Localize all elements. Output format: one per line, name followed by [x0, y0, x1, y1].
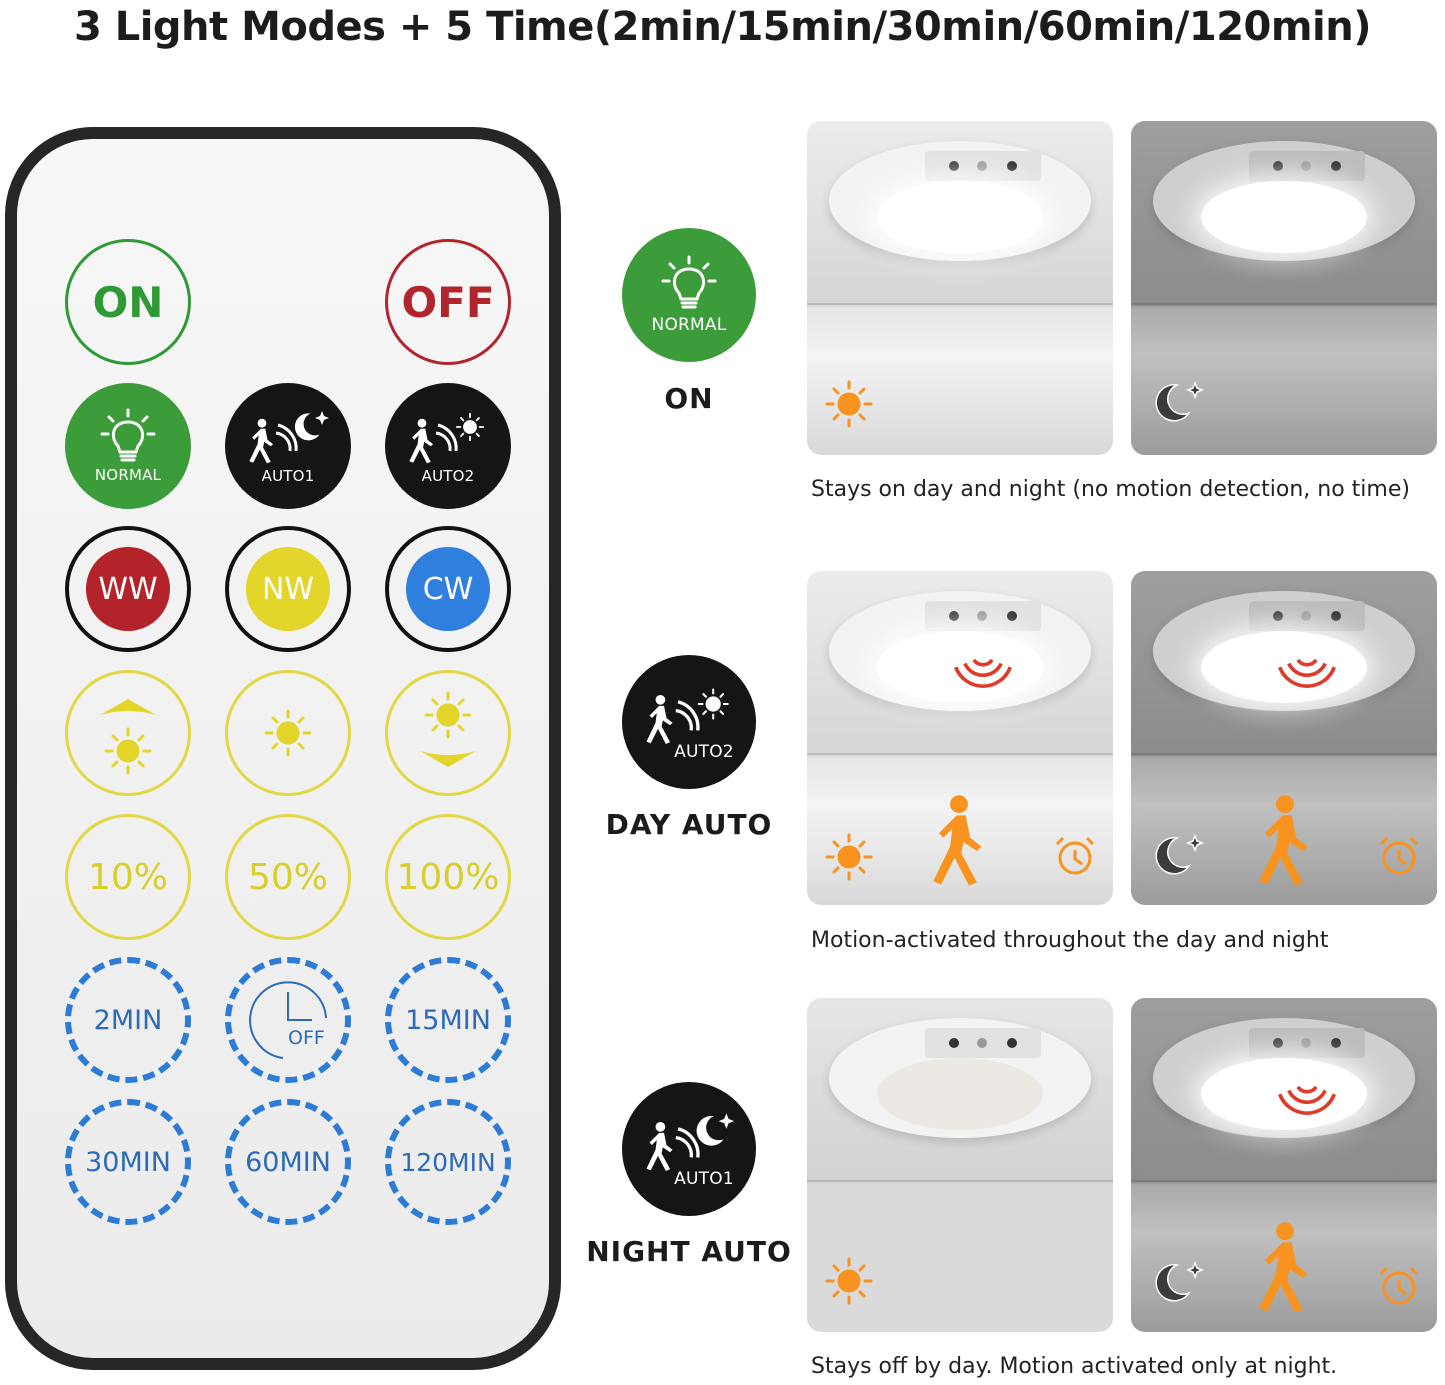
page-title: 3 Light Modes + 5 Time(2min/15min/30min/…	[73, 4, 1372, 50]
photo-night-auto-night	[1131, 998, 1437, 1332]
ceiling-lamp	[829, 141, 1091, 261]
mode-caption-night-auto: NIGHT AUTO	[586, 1235, 792, 1268]
mode-badge-normal: NORMAL	[622, 228, 756, 362]
auto2-label: AUTO2	[421, 467, 475, 485]
light-bulb-icon	[661, 255, 717, 309]
alarm-clock-icon	[1055, 836, 1095, 875]
moon-icon	[1155, 380, 1205, 422]
brightness-up-button[interactable]	[65, 670, 191, 796]
timer-120min-button[interactable]: 120MIN	[385, 1099, 511, 1225]
motion-moon-icon	[646, 1113, 735, 1171]
mode-caption-on: ON	[664, 382, 714, 415]
brightness-50-label: 50%	[247, 856, 328, 898]
off-label: OFF	[401, 277, 495, 327]
nw-label: NW	[261, 571, 315, 607]
timer-2min-button[interactable]: 2MIN	[65, 957, 191, 1083]
ceiling-lamp	[829, 591, 1091, 711]
timer-120min-label: 120MIN	[400, 1147, 496, 1177]
motion-waves-icon	[1278, 658, 1336, 688]
off-button[interactable]: OFF	[385, 239, 511, 365]
remote-control: ON OFF NORMAL AUTO1 AUTO2	[5, 127, 561, 1370]
warm-white-button[interactable]: WW	[65, 526, 191, 652]
timer-off-button[interactable]: OFF	[225, 957, 351, 1083]
mode-badge-label: AUTO1	[674, 1169, 734, 1189]
brightness-100-button[interactable]: 100%	[385, 814, 511, 940]
ww-label: WW	[98, 571, 158, 607]
mode-description-on: Stays on day and night (no motion detect…	[811, 477, 1410, 502]
moon-icon	[1155, 1260, 1205, 1302]
brightness-10-button[interactable]: 10%	[65, 814, 191, 940]
alarm-clock-icon	[1379, 1266, 1419, 1305]
brightness-down-button[interactable]	[385, 670, 511, 796]
mode-badge-label: NORMAL	[651, 315, 727, 335]
motion-moon-icon	[249, 411, 329, 464]
ceiling-lamp	[1153, 1018, 1415, 1138]
brightness-10-label: 10%	[87, 856, 168, 898]
normal-mode-button[interactable]: NORMAL	[65, 383, 191, 509]
photo-on-night	[1131, 121, 1437, 455]
alarm-clock-icon	[1379, 836, 1419, 875]
walking-person-icon	[1259, 795, 1308, 886]
auto2-mode-button[interactable]: AUTO2	[385, 383, 511, 509]
motion-sun-icon	[409, 412, 485, 464]
neutral-white-dot: NW	[246, 547, 330, 631]
motion-waves-icon	[954, 658, 1012, 688]
photo-on-day	[807, 121, 1113, 455]
auto1-mode-button[interactable]: AUTO1	[225, 383, 351, 509]
motion-sun-icon	[646, 688, 729, 744]
sun-icon	[825, 380, 873, 428]
ceiling-lamp	[1153, 141, 1415, 261]
auto1-label: AUTO1	[261, 467, 315, 485]
mode-badge-auto1: AUTO1	[622, 1082, 756, 1216]
mode-description-night-auto: Stays off by day. Motion activated only …	[811, 1354, 1338, 1379]
on-button[interactable]: ON	[65, 239, 191, 365]
warm-white-dot: WW	[86, 547, 170, 631]
ceiling-lamp	[1153, 591, 1415, 711]
timer-30min-button[interactable]: 30MIN	[65, 1099, 191, 1225]
walking-person-icon	[1259, 1222, 1308, 1313]
ceiling-lamp	[829, 1018, 1091, 1138]
timer-60min-label: 60MIN	[245, 1146, 331, 1178]
brightness-down-icon	[420, 691, 476, 767]
mode-description-day-auto: Motion-activated throughout the day and …	[811, 928, 1329, 953]
brightness-icon	[264, 709, 312, 757]
brightness-50-button[interactable]: 50%	[225, 814, 351, 940]
motion-waves-icon	[1278, 1085, 1336, 1115]
mode-badge-label: AUTO2	[674, 742, 734, 762]
timer-15min-label: 15MIN	[405, 1004, 491, 1036]
cool-white-button[interactable]: CW	[385, 526, 511, 652]
timer-2min-label: 2MIN	[93, 1004, 163, 1036]
timer-15min-button[interactable]: 15MIN	[385, 957, 511, 1083]
svg-text:OFF: OFF	[288, 1027, 325, 1049]
walking-person-icon	[933, 795, 982, 886]
neutral-white-button[interactable]: NW	[225, 526, 351, 652]
photo-day-auto-day	[807, 571, 1113, 905]
brightness-button[interactable]	[225, 670, 351, 796]
cool-white-dot: CW	[406, 547, 490, 631]
cw-label: CW	[422, 571, 474, 607]
mode-badge-auto2: AUTO2	[622, 655, 756, 789]
timer-30min-label: 30MIN	[85, 1146, 171, 1178]
sun-icon	[825, 833, 873, 881]
on-label: ON	[92, 277, 164, 327]
photo-day-auto-night	[1131, 571, 1437, 905]
moon-icon	[1155, 833, 1205, 875]
normal-label: NORMAL	[94, 466, 162, 484]
photo-night-auto-day	[807, 998, 1113, 1332]
timer-60min-button[interactable]: 60MIN	[225, 1099, 351, 1225]
timer-off-icon: OFF	[249, 981, 327, 1059]
mode-caption-day-auto: DAY AUTO	[605, 808, 773, 841]
brightness-100-label: 100%	[396, 856, 500, 898]
brightness-up-icon	[100, 699, 156, 775]
light-bulb-icon	[100, 408, 156, 462]
sun-icon	[825, 1257, 873, 1305]
